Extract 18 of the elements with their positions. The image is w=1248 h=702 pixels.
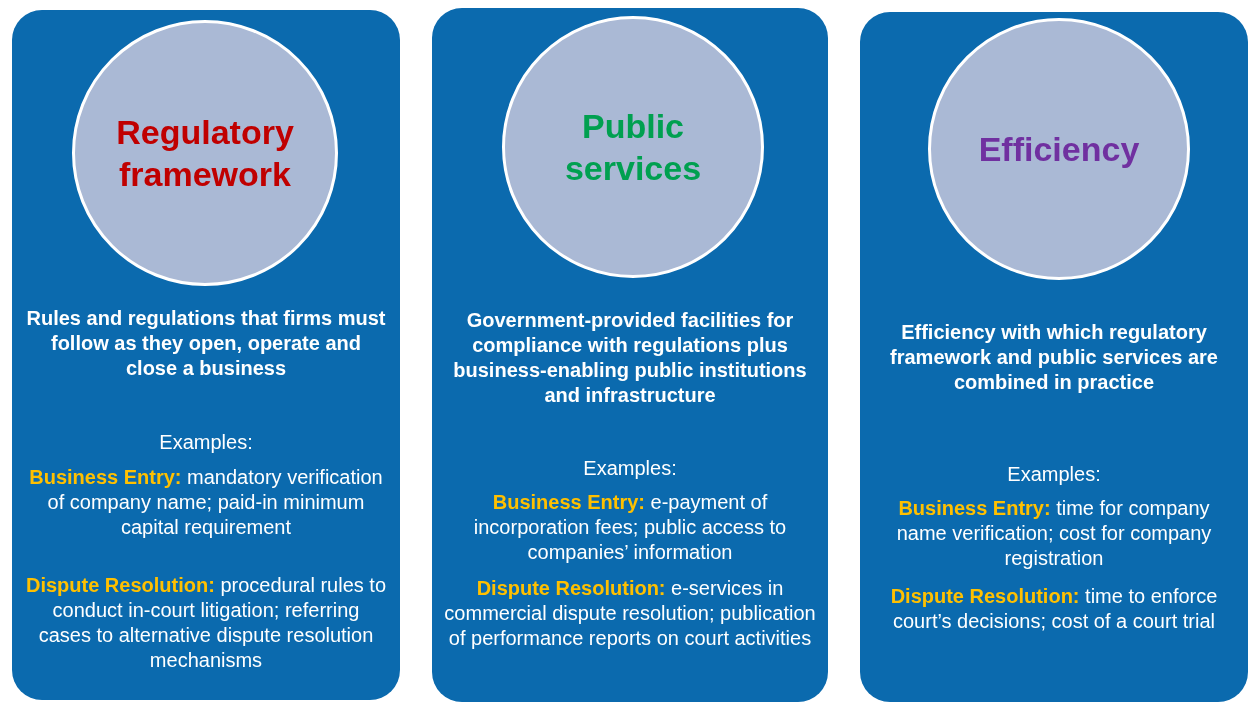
pillar-card [432, 8, 828, 702]
examples-heading: Examples: [582, 456, 678, 481]
pillar-title: Regulatory framework [115, 112, 295, 195]
card-description: Government-provided facilities for compliance with regulations plus business-enabling public institutions and infrastructure [452, 308, 808, 408]
pillar-card [12, 10, 400, 700]
card-description: Efficiency with which regulatory framework and public services are combined in practice [889, 320, 1219, 395]
example-text: Business Entry: mandatory verification of company name; paid-in minimum capital requirement [28, 465, 384, 540]
examples-heading: Examples: [158, 430, 254, 455]
example-text: Dispute Resolution: e-services in commercial dispute resolution; publication of performance reports on court activities [444, 576, 816, 651]
pillar-title: Efficiency [977, 129, 1141, 170]
example-text: Business Entry: time for company name verification; cost for company registration [895, 496, 1213, 571]
examples-heading: Examples: [1006, 462, 1102, 487]
example-text: Dispute Resolution: procedural rules to conduct in-court litigation; referring cases to alternative dispute resolution mechanisms [24, 573, 388, 673]
example-text: Dispute Resolution: time to enforce court’s decisions; cost of a court trial [889, 584, 1219, 634]
example-text: Business Entry: e-payment of incorporation fees; public access to companies’ information [472, 490, 788, 565]
card-description: Rules and regulations that firms must follow as they open, operate and close a business [25, 306, 387, 381]
pillar-title: Public services [563, 106, 703, 189]
pillar-card [860, 12, 1248, 702]
